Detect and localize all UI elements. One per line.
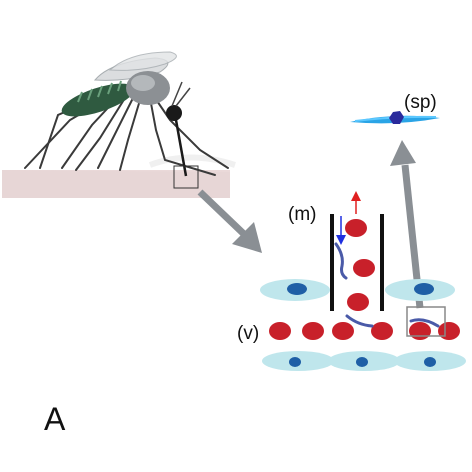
mosquito-head (166, 105, 182, 121)
sporozoite-nucleus (389, 111, 404, 124)
vessel-zoom-box-icon (406, 306, 446, 337)
panel-letter: A (44, 401, 66, 437)
skin-surface (2, 154, 236, 198)
label-sporozoite: (sp) (404, 92, 437, 113)
red-blood-cells-channel (345, 219, 375, 311)
sporozoite (350, 111, 440, 124)
endothelium-top (260, 279, 455, 301)
endothelium-bottom (262, 351, 466, 371)
skin-zoom-box-icon (173, 165, 199, 189)
label-mosquito-channel: (m) (288, 204, 316, 225)
mosquito-abdomen (61, 83, 135, 117)
mosquito-channel-walls (330, 214, 384, 311)
flow-arrow-down (336, 216, 346, 245)
zoom-arrow (197, 189, 262, 253)
mosquito-proboscis (174, 119, 188, 177)
parasites (334, 242, 440, 328)
mosquito-icon (24, 51, 229, 177)
label-vessel: (v) (237, 323, 259, 344)
flow-arrow-up (351, 191, 361, 214)
